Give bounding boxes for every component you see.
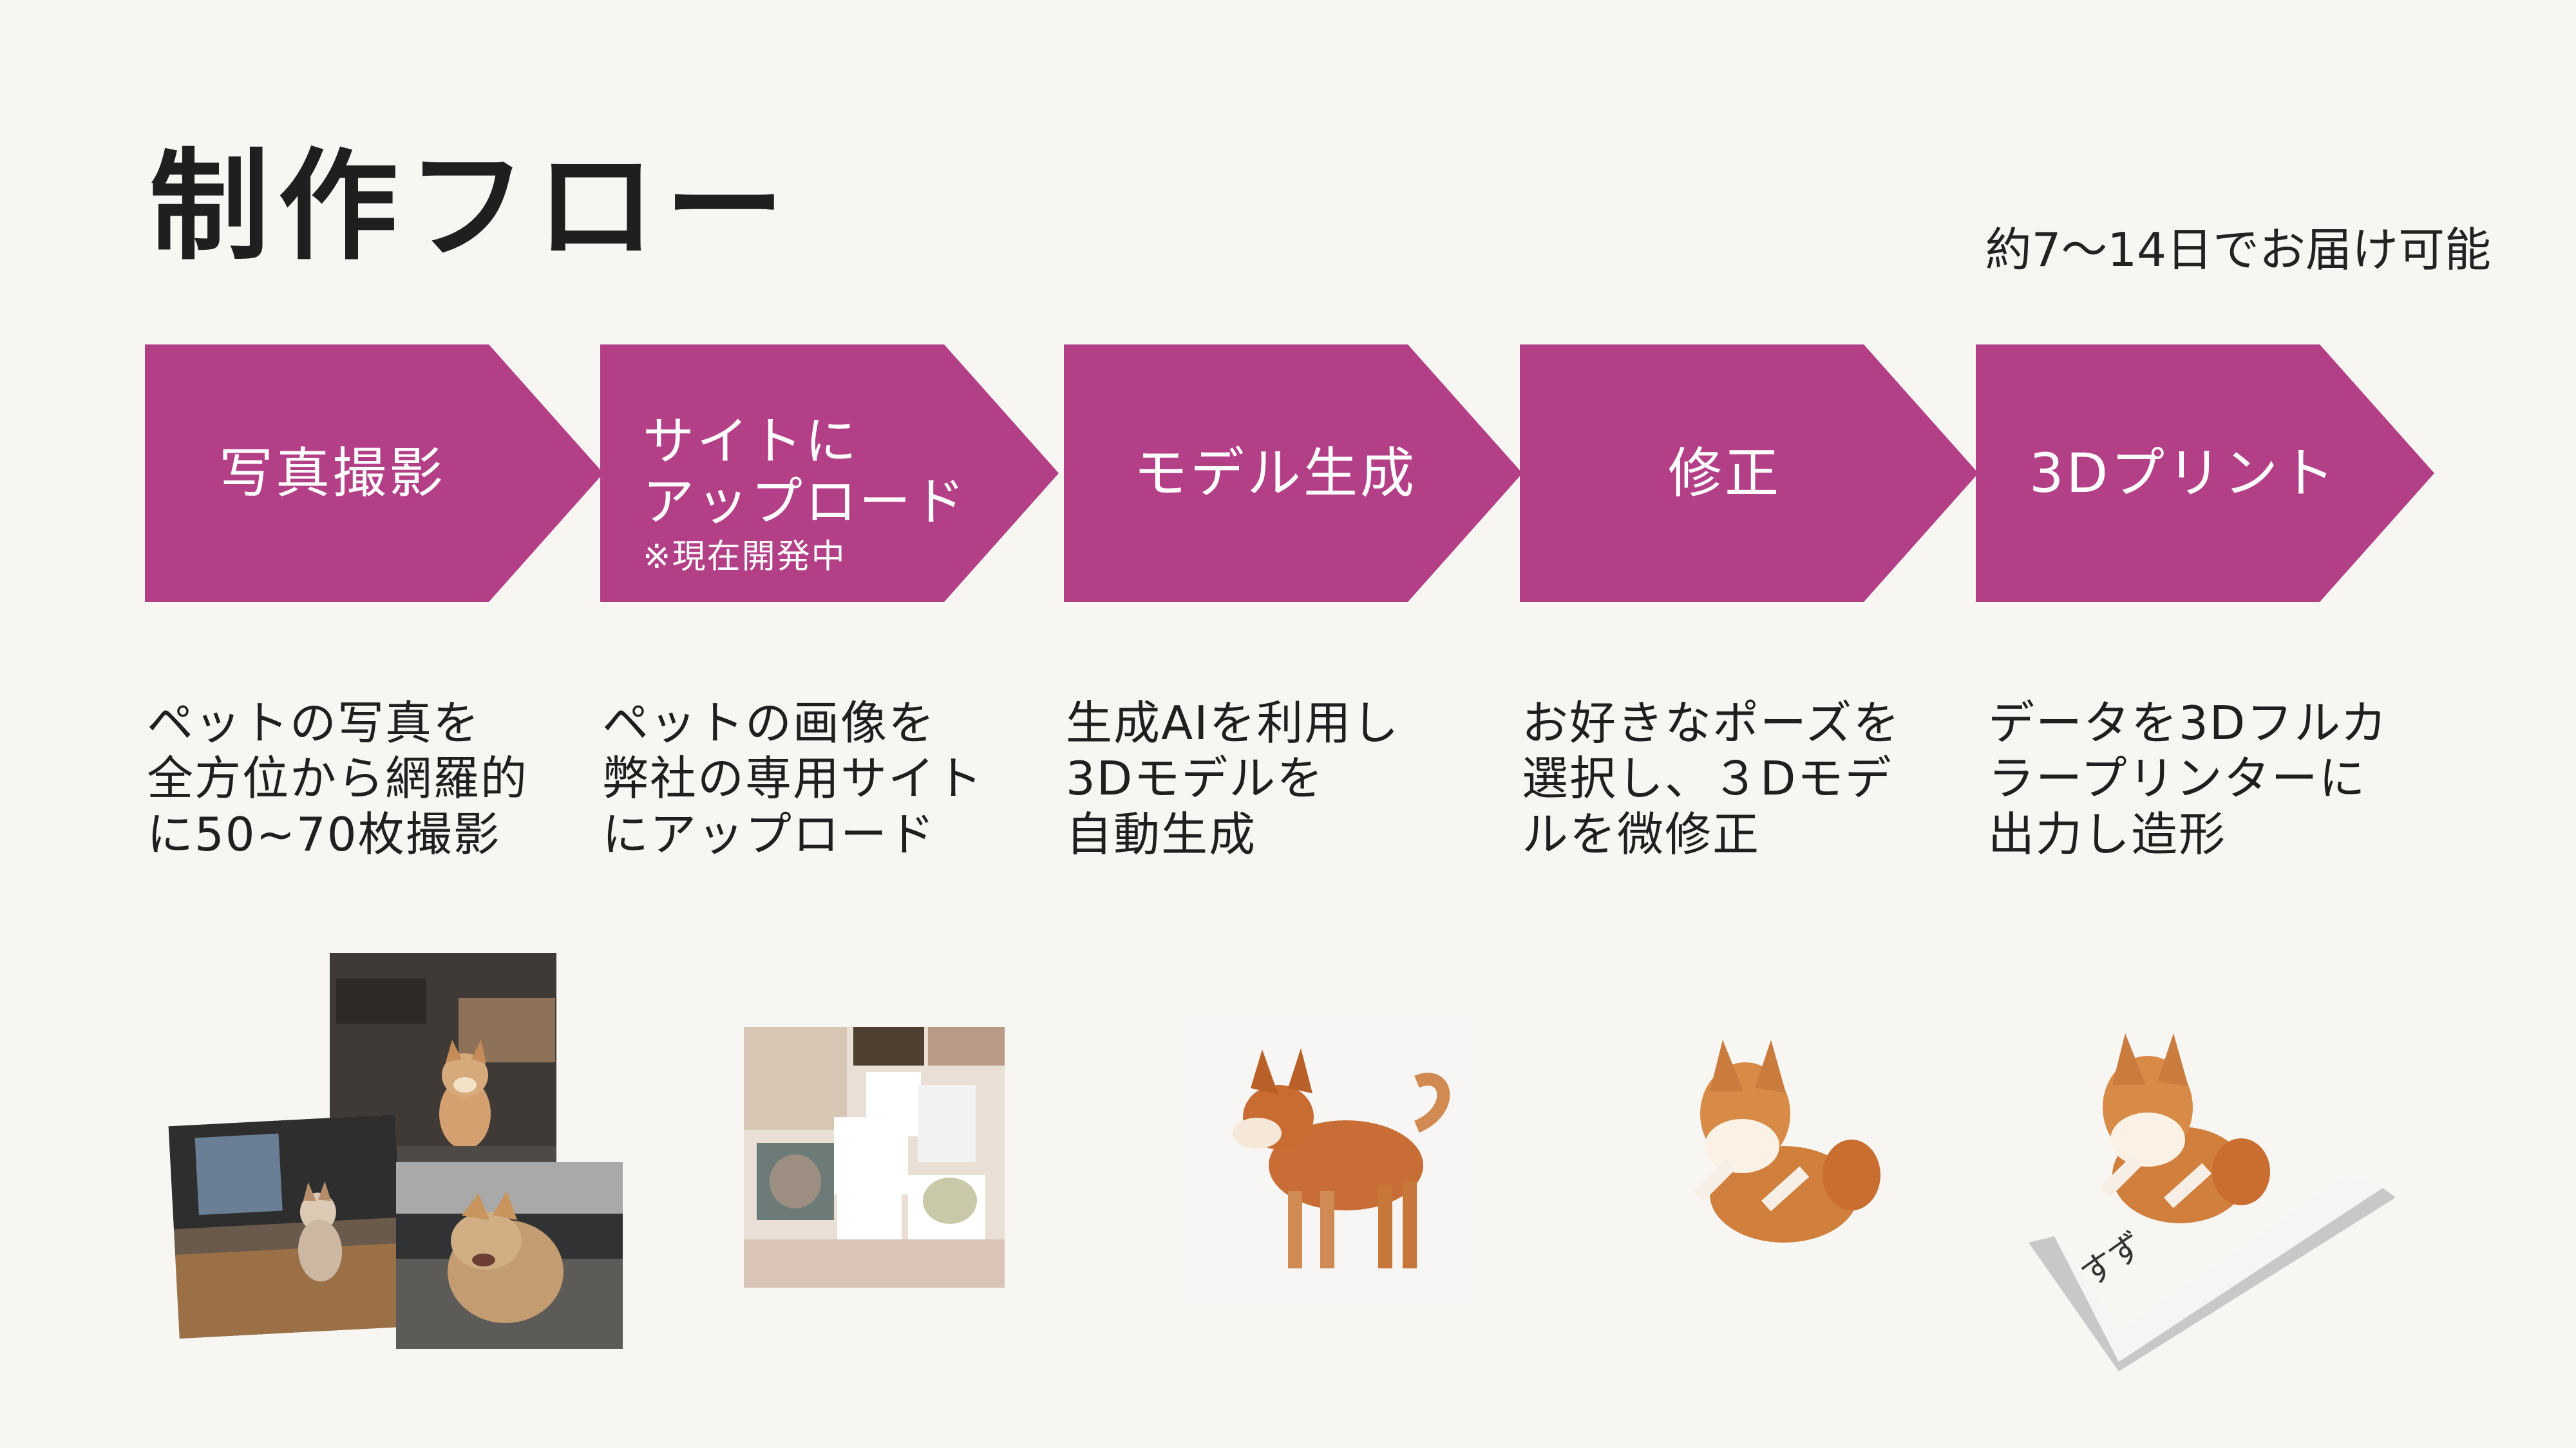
step-description-photo-shoot: ペットの写真を 全方位から網羅的 に50~70枚撮影 [147, 696, 529, 861]
step-label: サイトに アップロード [643, 411, 967, 532]
step-3d-print: 3Dプリント [1976, 344, 2434, 602]
delivery-note: 約7〜14日でお届け可能 [1985, 223, 2491, 277]
photo-collage [168, 953, 650, 1371]
step-label: 3Dプリント [2029, 441, 2338, 505]
step-model-generation: モデル生成 [1064, 344, 1522, 602]
step-photo-shoot: 写真撮影 [145, 344, 603, 602]
upload-site-mockup [744, 1027, 1005, 1288]
step-description-model-generation: 生成AIを利用し 3Dモデルを 自動生成 [1066, 696, 1400, 861]
step-label: モデル生成 [1133, 441, 1417, 505]
page-title: 制作フロー [149, 136, 794, 276]
printed-3d-model [2029, 1027, 2396, 1371]
step-label: 写真撮影 [219, 441, 446, 505]
step-description-correction: お好きなポーズを 選択し、３Dモデ ルを微修正 [1522, 696, 1901, 861]
step-description-site-upload: ペットの画像を 弊社の専用サイト にアップロード [602, 696, 984, 861]
pet-photo-entry [168, 1114, 406, 1339]
step-correction: 修正 [1520, 344, 1978, 602]
pet-photo-outdoor [396, 1162, 623, 1349]
corrected-pose-model [1665, 1027, 1897, 1291]
step-site-upload: サイトに アップロード ※現在開発中 [600, 344, 1059, 602]
step-note: ※現在開発中 [643, 538, 846, 576]
step-label: 修正 [1668, 441, 1782, 505]
generated-3d-dog [1185, 1017, 1472, 1304]
step-description-3d-print: データを3Dフルカ ラープリンターに 出力し造形 [1988, 696, 2389, 861]
